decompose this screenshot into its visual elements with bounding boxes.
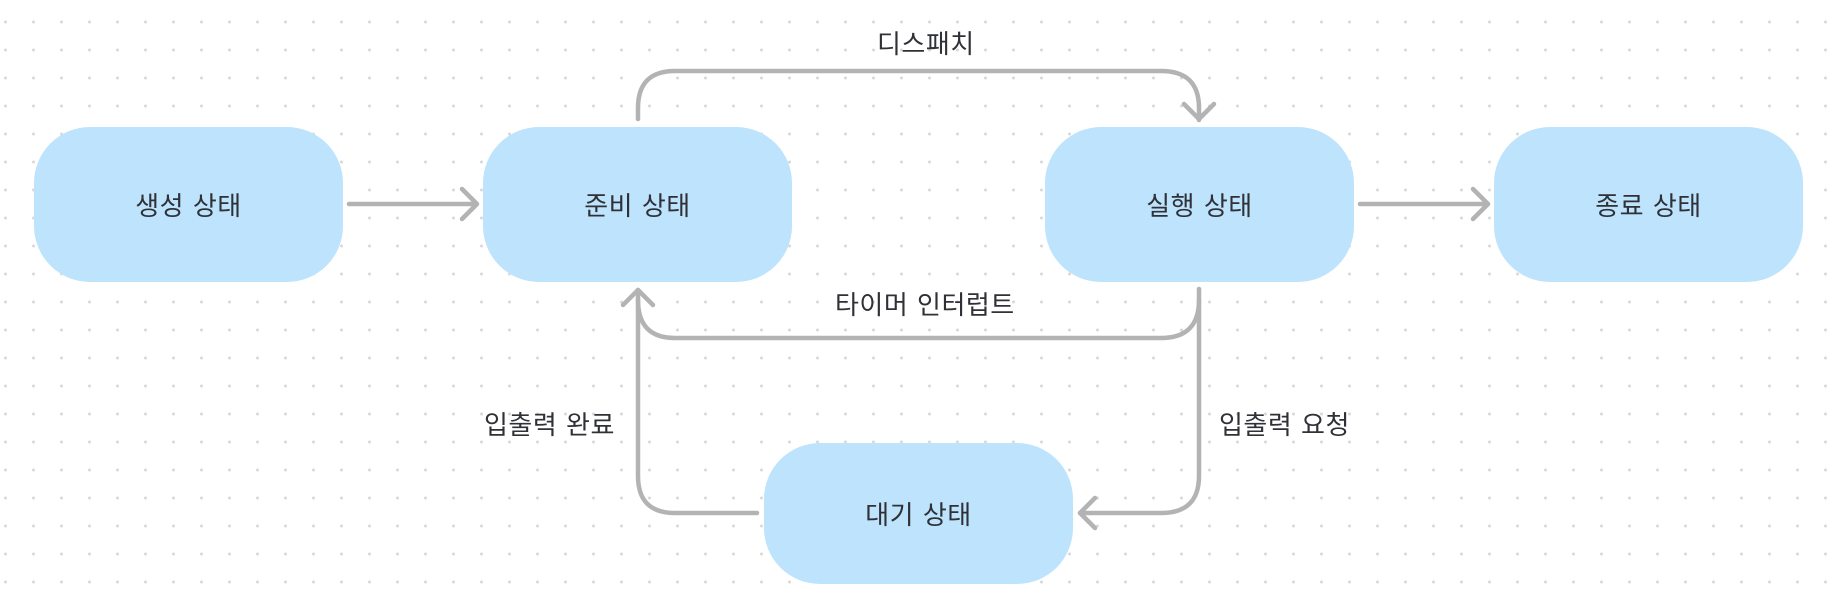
node-created[interactable]: 생성 상태 [34, 127, 343, 282]
edge-dispatch [635, 68, 1217, 123]
arrowhead-icon [1470, 186, 1491, 222]
arrowhead-icon [459, 186, 480, 222]
edge-created-to-ready [346, 186, 480, 222]
edge-label-io-complete: 입출력 완료 [484, 411, 615, 441]
node-running[interactable]: 실행 상태 [1045, 127, 1354, 282]
node-label: 준비 상태 [584, 192, 691, 222]
node-terminated[interactable]: 종료 상태 [1494, 127, 1803, 282]
arrowhead-icon [1077, 495, 1098, 531]
edge-io-request [1077, 297, 1202, 531]
edge-line [1077, 297, 1202, 516]
node-label: 대기 상태 [865, 501, 972, 531]
node-label: 종료 상태 [1595, 192, 1702, 222]
node-waiting[interactable]: 대기 상태 [764, 443, 1073, 584]
arrowhead-icon [1181, 101, 1217, 122]
edge-line [635, 297, 760, 516]
node-label: 생성 상태 [135, 192, 242, 222]
edge-io-complete [635, 297, 760, 516]
edge-label-io-request: 입출력 요청 [1219, 411, 1350, 441]
node-ready[interactable]: 준비 상태 [483, 127, 792, 282]
edge-line [635, 68, 1202, 123]
edge-label-timer-interrupt: 타이머 인터럽트 [835, 291, 1015, 321]
edge-label-dispatch: 디스패치 [877, 30, 975, 60]
node-label: 실행 상태 [1146, 192, 1253, 222]
arrowhead-icon [620, 287, 656, 308]
edge-running-to-terminated [1357, 186, 1491, 222]
